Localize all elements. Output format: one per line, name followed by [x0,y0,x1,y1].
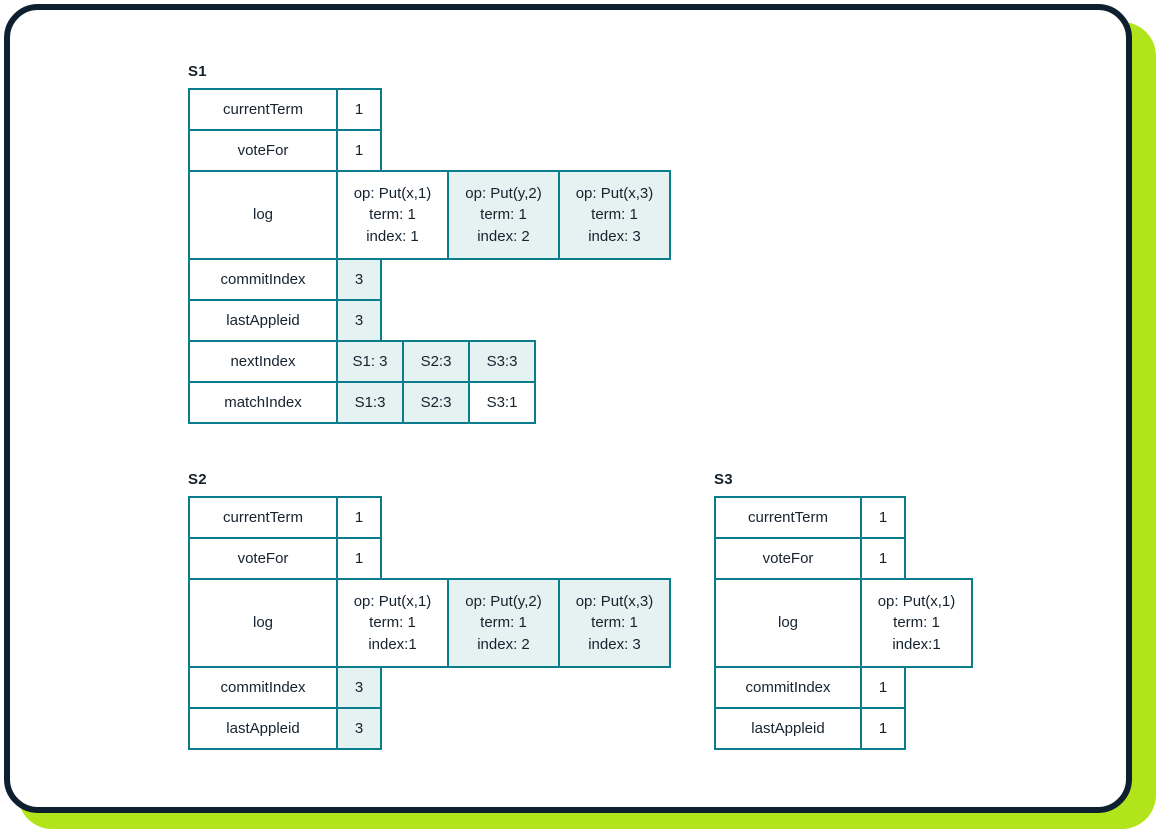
value-cell-s1-matchindex-3: S3:1 [468,381,536,424]
row-label-s3-lastappleid: lastAppleid [714,707,862,750]
row-label-s1-currentterm: currentTerm [188,88,338,131]
log-entry-index: index: 3 [588,635,641,653]
log-entry-s2-2: op: Put(y,2) term: 1 index: 2 [447,578,560,668]
log-entry-op: op: Put(x,3) [575,593,654,611]
row-label-s2-currentterm: currentTerm [188,496,338,539]
log-entry-op: op: Put(y,2) [465,185,542,203]
value-cell-s1-votefor-1: 1 [336,129,382,172]
row-label-s1-commitindex: commitIndex [188,258,338,301]
log-entry-op: op: Put(x,3) [575,185,654,203]
value-cell-s2-commitindex-1: 3 [336,666,382,709]
server-label-s2: S2 [188,471,207,488]
log-entry-term: term: 1 [591,206,638,224]
value-cell-s3-lastappleid-1: 1 [860,707,906,750]
value-cell-s1-matchindex-1: S1:3 [336,381,404,424]
log-entry-index: index:1 [368,635,417,653]
row-label-s3-currentterm: currentTerm [714,496,862,539]
log-entry-term: term: 1 [591,614,638,632]
row-label-s1-votefor: voteFor [188,129,338,172]
row-label-s2-commitindex: commitIndex [188,666,338,709]
log-entry-index: index: 1 [366,227,419,245]
row-label-s1-lastappleid: lastAppleid [188,299,338,342]
value-cell-s1-currentterm-1: 1 [336,88,382,131]
log-entry-s1-1: op: Put(x,1) term: 1 index: 1 [336,170,449,260]
value-cell-s1-nextindex-3: S3:3 [468,340,536,383]
log-entry-op: op: Put(x,1) [877,593,956,611]
value-cell-s3-currentterm-1: 1 [860,496,906,539]
value-cell-s1-nextindex-2: S2:3 [402,340,470,383]
row-label-s2-log: log [188,578,338,668]
row-label-s3-commitindex: commitIndex [714,666,862,709]
row-label-s2-votefor: voteFor [188,537,338,580]
row-label-s1-matchindex: matchIndex [188,381,338,424]
value-cell-s1-nextindex-1: S1: 3 [336,340,404,383]
value-cell-s2-lastappleid-1: 3 [336,707,382,750]
log-entry-index: index: 2 [477,635,530,653]
value-cell-s3-votefor-1: 1 [860,537,906,580]
row-label-s2-lastappleid: lastAppleid [188,707,338,750]
log-entry-op: op: Put(x,1) [353,185,432,203]
value-cell-s1-lastappleid-1: 3 [336,299,382,342]
value-cell-s2-votefor-1: 1 [336,537,382,580]
server-label-s1: S1 [188,63,207,80]
log-entry-index: index: 2 [477,227,530,245]
log-entry-op: op: Put(x,1) [353,593,432,611]
value-cell-s1-commitindex-1: 3 [336,258,382,301]
log-entry-s1-2: op: Put(y,2) term: 1 index: 2 [447,170,560,260]
log-entry-s2-1: op: Put(x,1) term: 1 index:1 [336,578,449,668]
log-entry-index: index:1 [892,635,941,653]
row-label-s3-log: log [714,578,862,668]
log-entry-s1-3: op: Put(x,3) term: 1 index: 3 [558,170,671,260]
log-entry-index: index: 3 [588,227,641,245]
log-entry-term: term: 1 [369,614,416,632]
log-entry-s2-3: op: Put(x,3) term: 1 index: 3 [558,578,671,668]
row-label-s1-log: log [188,170,338,260]
log-entry-term: term: 1 [893,614,940,632]
server-label-s3: S3 [714,471,733,488]
log-entry-op: op: Put(y,2) [465,593,542,611]
value-cell-s1-matchindex-2: S2:3 [402,381,470,424]
log-entry-term: term: 1 [480,206,527,224]
row-label-s1-nextindex: nextIndex [188,340,338,383]
value-cell-s3-commitindex-1: 1 [860,666,906,709]
value-cell-s2-currentterm-1: 1 [336,496,382,539]
log-entry-term: term: 1 [369,206,416,224]
row-label-s3-votefor: voteFor [714,537,862,580]
log-entry-term: term: 1 [480,614,527,632]
log-entry-s3-1: op: Put(x,1) term: 1 index:1 [860,578,973,668]
